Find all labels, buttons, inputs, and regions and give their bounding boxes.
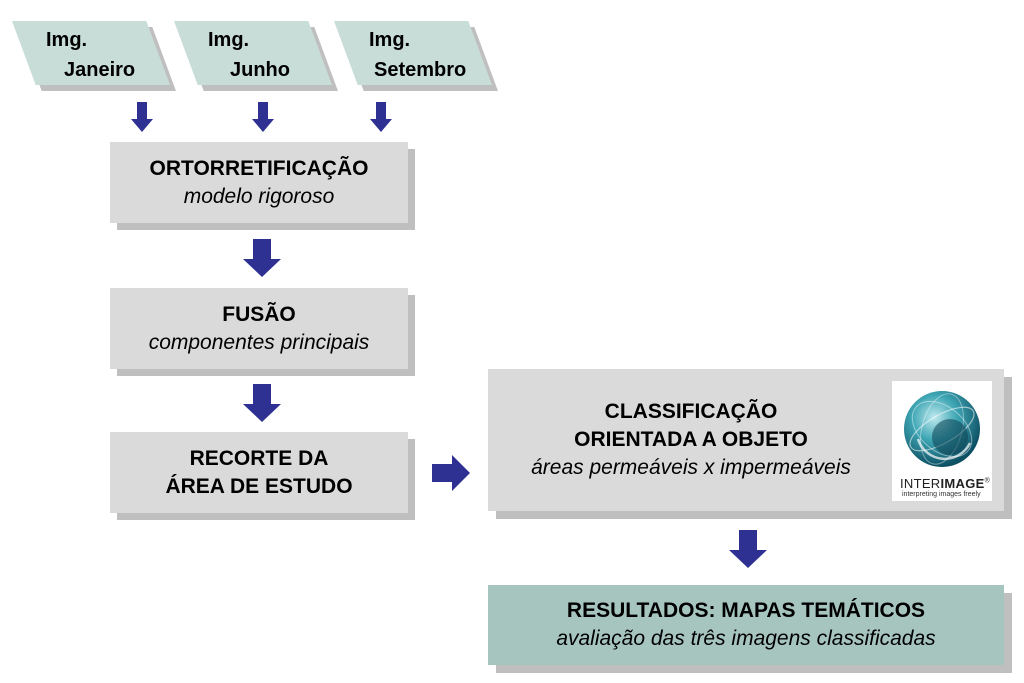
arrow-down-junho — [252, 102, 274, 132]
classification-title-line1: CLASSIFICAÇÃO — [604, 400, 778, 423]
input-janeiro-line1: Img. — [46, 29, 88, 51]
clip-title-line1: RECORTE DA — [189, 446, 329, 470]
interimage-logo-name: INTERIMAGE® — [900, 476, 991, 491]
clip-title-line2: ÁREA DE ESTUDO — [165, 474, 353, 498]
ortho-title: ORTORRETIFICAÇÃO — [149, 156, 369, 180]
input-janeiro — [12, 21, 170, 85]
interimage-logo: INTERIMAGE® interpreting images freely — [892, 381, 992, 501]
input-setembro-line1: Img. — [369, 29, 411, 51]
arrow-down-setembro — [370, 102, 392, 132]
interimage-logo-tagline: interpreting images freely — [902, 491, 981, 498]
classification-title-line2: ORIENTADA A OBJETO — [574, 428, 808, 451]
fusion-subtitle: componentes principais — [148, 330, 370, 354]
classification-subtitle: áreas permeáveis x impermeáveis — [531, 456, 851, 479]
arrow-down-ortho-fusion — [243, 239, 281, 277]
results-subtitle: avaliação das três imagens classificadas — [556, 627, 936, 650]
arrow-down-janeiro — [131, 102, 153, 132]
arrow-right-clip-classification — [432, 455, 470, 491]
input-junho — [174, 21, 332, 85]
input-junho-line2: Junho — [230, 59, 290, 81]
fusion-box: FUSÃO componentes principais — [110, 288, 408, 369]
results-title: RESULTADOS: MAPAS TEMÁTICOS — [566, 599, 926, 622]
interimage-globe-icon — [904, 391, 980, 467]
ortho-subtitle: modelo rigoroso — [183, 184, 335, 208]
input-setembro — [334, 21, 492, 85]
results-box: RESULTADOS: MAPAS TEMÁTICOS avaliação da… — [488, 585, 1004, 665]
ortho-box: ORTORRETIFICAÇÃO modelo rigoroso — [110, 142, 408, 223]
input-junho-line1: Img. — [208, 29, 250, 51]
clip-box: RECORTE DA ÁREA DE ESTUDO — [110, 432, 408, 513]
input-janeiro-line2: Janeiro — [64, 59, 136, 81]
input-setembro-line2: Setembro — [374, 59, 467, 81]
arrow-down-classification-results — [729, 530, 767, 568]
fusion-title: FUSÃO — [222, 302, 296, 326]
arrow-down-fusion-clip — [243, 384, 281, 422]
